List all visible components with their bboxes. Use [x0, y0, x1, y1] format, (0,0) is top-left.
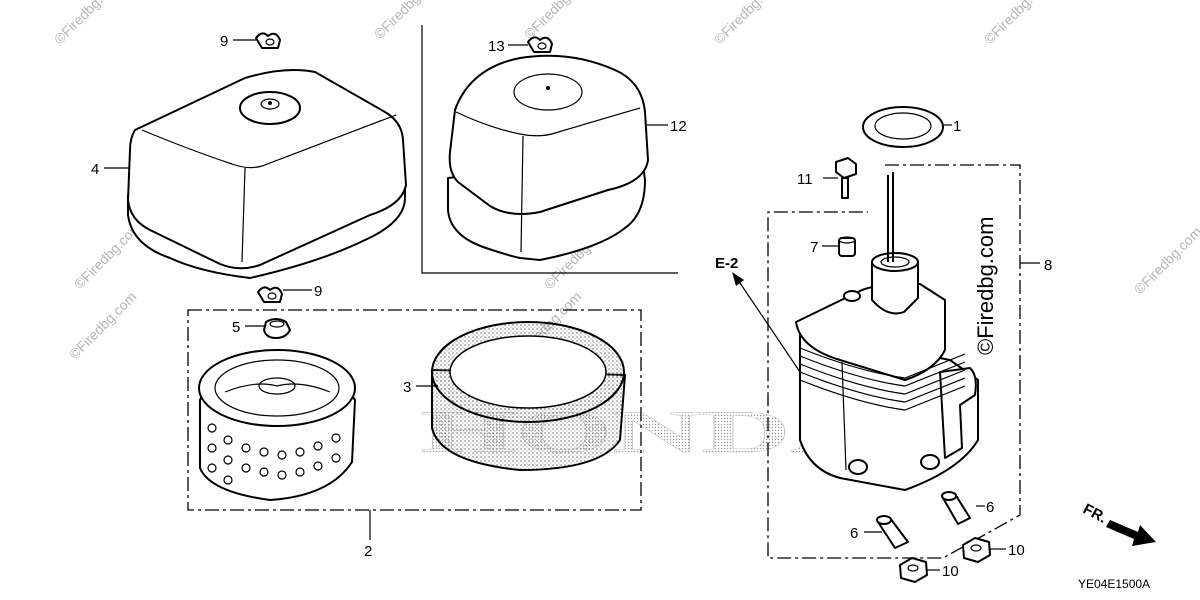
- tube-6-left: [876, 515, 909, 549]
- air-cleaner-case-8: [795, 172, 979, 491]
- air-cleaner-cover-left: [127, 69, 407, 279]
- tube-6-right: [941, 491, 971, 525]
- callout-11: 11: [797, 171, 813, 188]
- callout-labels: 9 13 4 12 1 11 7 E-2 8 9 5 3 6 6 2 10 10: [91, 33, 1052, 580]
- callout-9-top: 9: [220, 33, 228, 50]
- callout-1: 1: [953, 118, 961, 135]
- nut-10-upper: [962, 537, 991, 563]
- cover-group-bracket: [421, 25, 678, 274]
- grommet-5: [263, 318, 291, 339]
- air-cleaner-element: [198, 349, 356, 501]
- callout-3: 3: [403, 379, 411, 396]
- group-brackets: [187, 25, 1021, 559]
- wing-nut-9-top: [255, 32, 281, 49]
- callout-8: 8: [1044, 257, 1052, 274]
- callout-6-left: 6: [850, 525, 858, 542]
- callout-6-right: 6: [986, 499, 994, 516]
- wing-nut-13: [527, 36, 553, 53]
- nut-10-lower: [899, 557, 928, 583]
- case-group-bracket: [767, 164, 1021, 559]
- collar-7: [838, 236, 856, 257]
- site-watermark-vertical: ©Firedbg.com: [973, 217, 998, 355]
- site-watermark-10: ©Firedbg.com: [1131, 223, 1200, 297]
- callout-9-bottom: 9: [314, 283, 322, 300]
- callout-2: 2: [364, 543, 372, 560]
- callout-10-lower: 10: [942, 563, 959, 580]
- front-direction-arrow: FR.: [1080, 501, 1156, 546]
- callout-4: 4: [91, 161, 99, 178]
- reference-e2: E-2: [715, 255, 738, 272]
- callout-10-upper: 10: [1008, 542, 1025, 559]
- callout-12: 12: [670, 118, 687, 135]
- bolt-11: [835, 157, 857, 199]
- foam-element-3: [431, 321, 627, 472]
- site-watermark-1: ©Firedbg.com: [51, 0, 125, 47]
- site-watermark-5: ©Firedbg.com: [981, 0, 1055, 47]
- site-watermark-4: ©Firedbg.com: [711, 0, 785, 47]
- callout-5: 5: [232, 319, 240, 336]
- site-watermark-7: ©Firedbg.com: [66, 288, 140, 362]
- wing-nut-9-bottom: [257, 286, 283, 303]
- air-cleaner-cover-center: [447, 54, 649, 261]
- callout-7: 7: [810, 239, 818, 256]
- site-watermark-2: ©Firedbg.com: [371, 0, 445, 42]
- diagram-code: YE04E1500A: [1078, 577, 1150, 591]
- element-group-bracket: [187, 309, 642, 511]
- site-watermark-3: ©Firedbg.com: [521, 0, 595, 42]
- callout-13: 13: [488, 38, 505, 55]
- direction-label: FR.: [1080, 501, 1109, 527]
- leader-lines: [104, 39, 1040, 571]
- gasket-1: [862, 106, 944, 148]
